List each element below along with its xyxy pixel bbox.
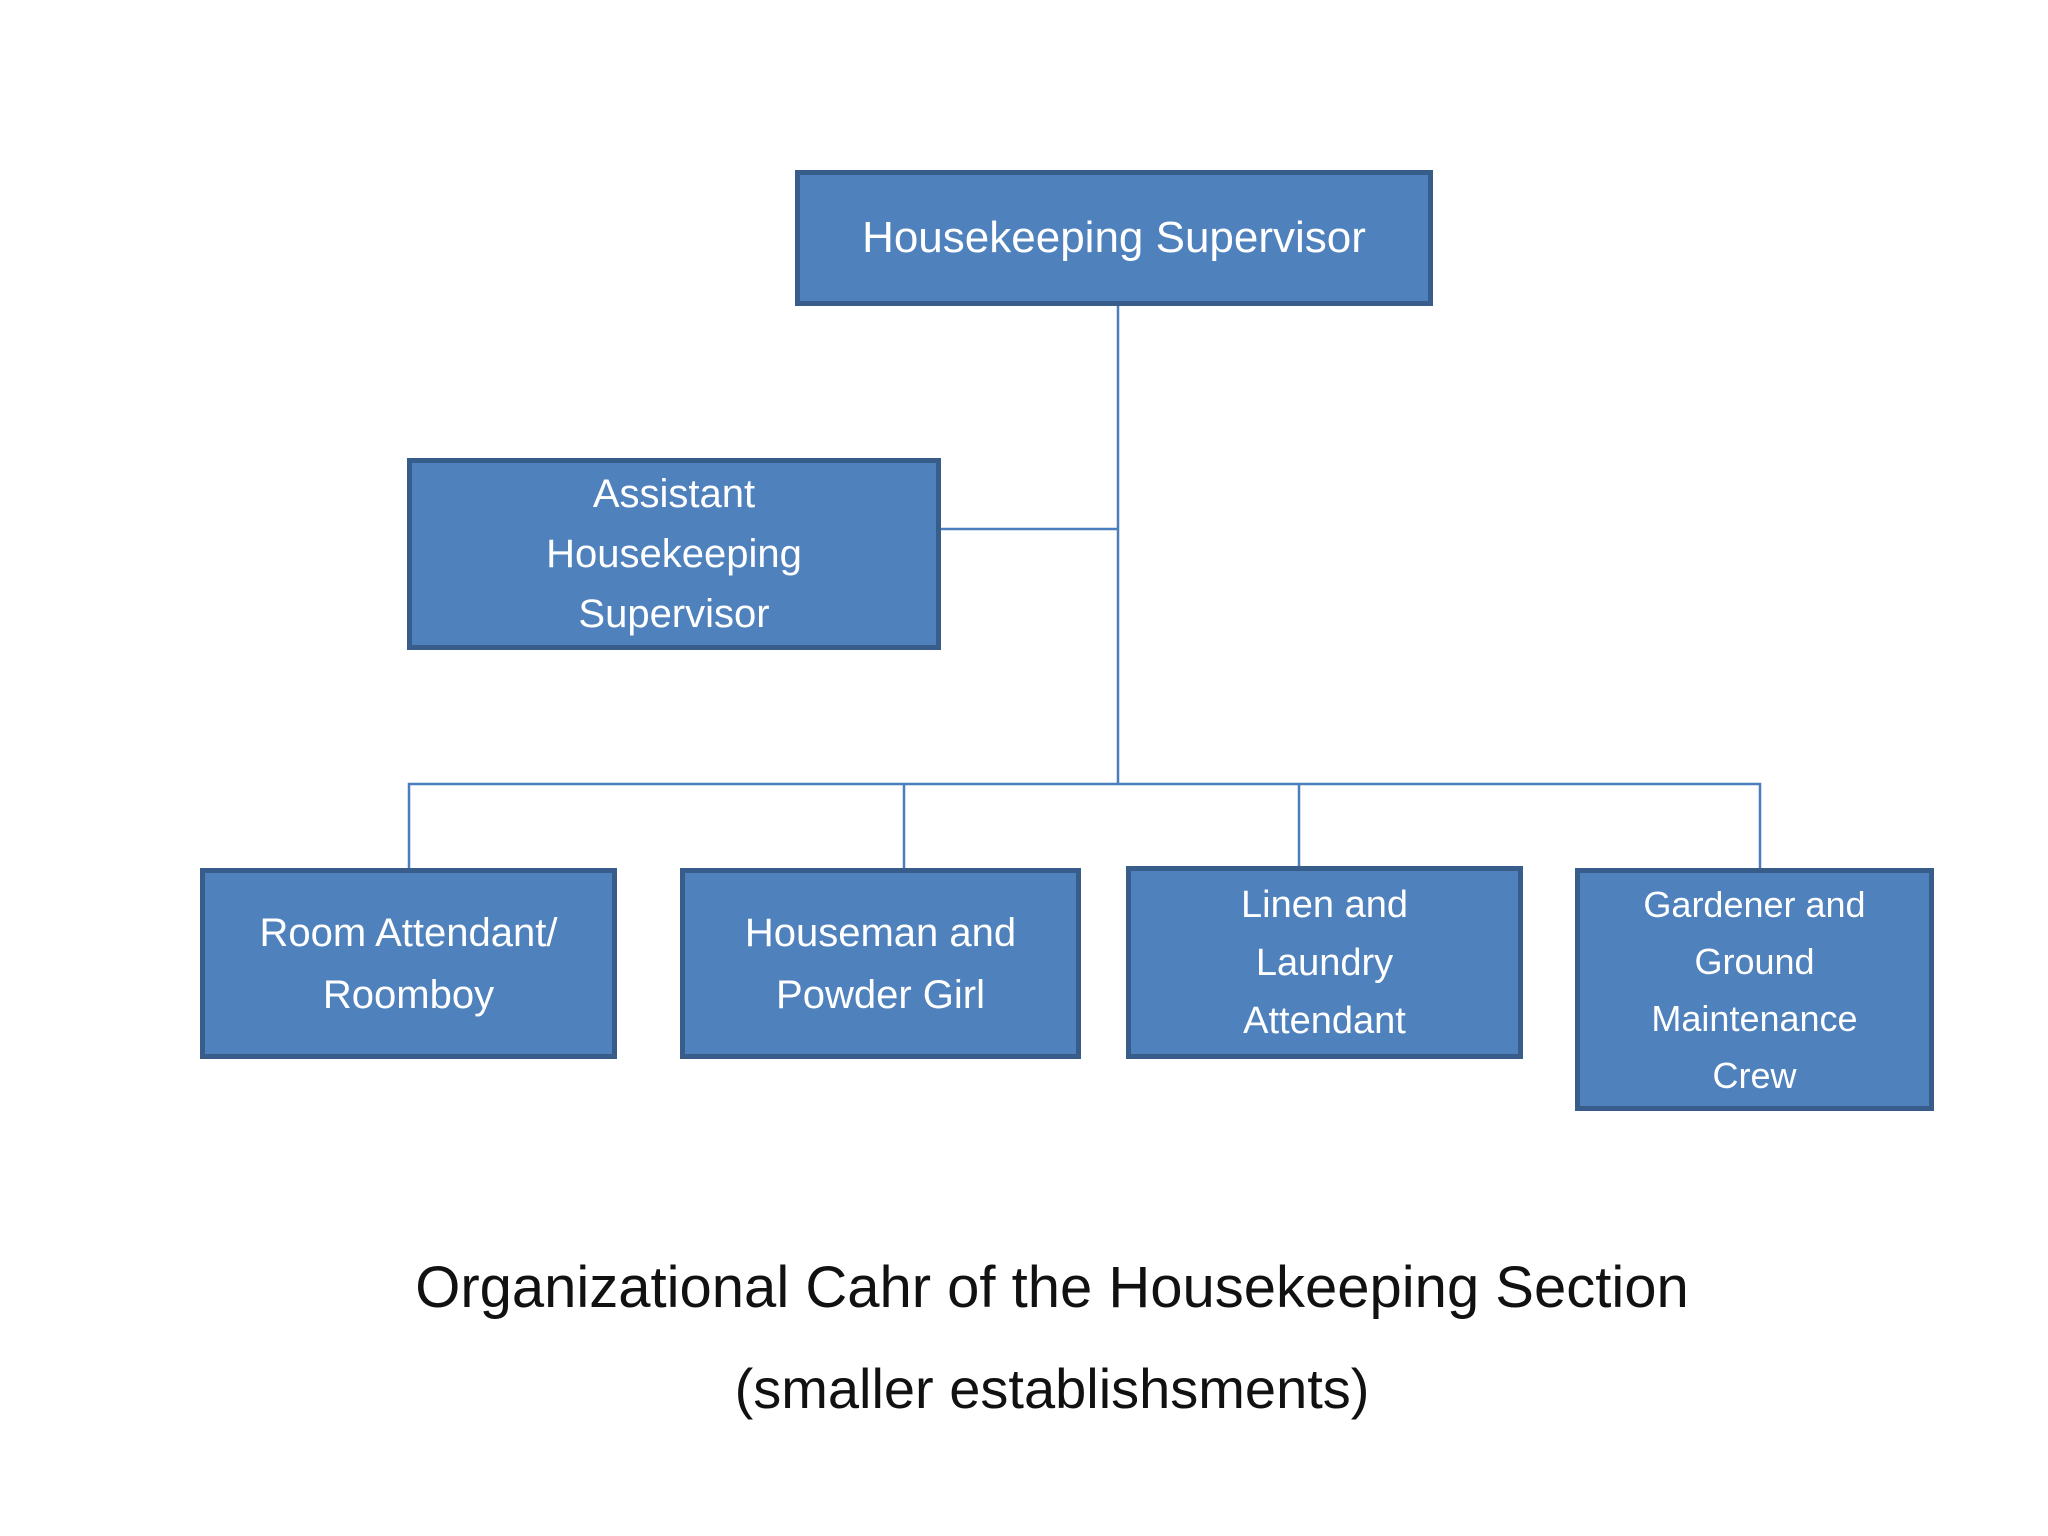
org-node-housekeeping-supervisor: Housekeeping Supervisor: [795, 170, 1433, 306]
org-node-houseman-powder-girl: Houseman and Powder Girl: [680, 868, 1081, 1059]
caption-subtitle-line: (smaller establishsments): [734, 1357, 1370, 1420]
org-node-gardener-ground-maintenance-crew: Gardener and Ground Maintenance Crew: [1575, 868, 1934, 1111]
connector-bottom-rail: [407, 782, 1762, 870]
org-node-room-attendant-roomboy: Room Attendant/ Roomboy: [200, 868, 617, 1059]
caption-title-line: Organizational Cahr of the Housekeeping …: [415, 1255, 1689, 1320]
org-node-label: Housekeeping Supervisor: [862, 213, 1366, 262]
org-node-label: Houseman and Powder Girl: [744, 910, 1017, 1017]
org-node-label: Room Attendant/ Roomboy: [259, 910, 558, 1017]
org-node-assistant-housekeeping-supervisor: Assistant Housekeeping Supervisor: [407, 458, 941, 650]
org-node-linen-laundry-attendant: Linen and Laundry Attendant: [1126, 866, 1523, 1059]
chart-caption: Organizational Cahr of the Housekeeping …: [52, 1238, 2048, 1440]
org-node-label: Gardener and Ground Maintenance Crew: [1643, 883, 1866, 1096]
org-node-label: Linen and Laundry Attendant: [1241, 883, 1408, 1042]
org-node-label: Assistant Housekeeping Supervisor: [546, 472, 802, 636]
